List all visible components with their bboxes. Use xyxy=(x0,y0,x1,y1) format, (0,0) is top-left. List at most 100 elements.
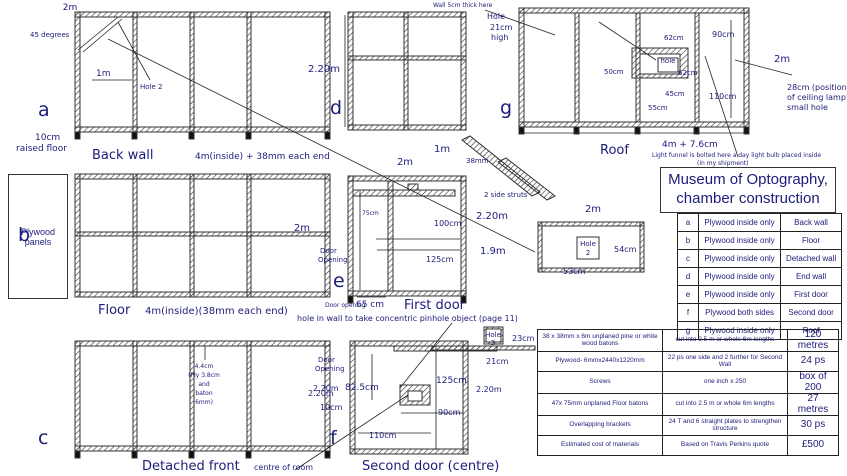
panel-c-foot-2 xyxy=(188,450,195,459)
materials-cell-qty: 24 ps xyxy=(787,351,839,372)
panel-e-dim75-label: 75cm xyxy=(362,210,379,217)
panel-g-hole-in-label: hole xyxy=(661,57,676,65)
panel-f-pinhole-label: hole in wall to take concentric pinhole … xyxy=(297,314,518,323)
panel-e-height-label: 2.20m xyxy=(476,211,508,222)
panel-g-width-label: 4m + 7.6cm xyxy=(662,140,718,150)
panel-c-dim1: 4.4cm xyxy=(195,363,214,370)
strut-2 xyxy=(497,157,556,201)
panel-a-angle-label: 45 degrees xyxy=(30,31,70,39)
panel-b-crossbar xyxy=(74,231,331,237)
panel-b-side-label: 2m xyxy=(294,223,310,234)
panel-c-stud-2 xyxy=(246,340,252,452)
panel-f-pinhole-pointer xyxy=(399,322,453,389)
panel-e-top-label: 2m xyxy=(397,157,413,168)
panel-e-frame-right xyxy=(460,175,467,297)
materials-cell-detail: 24 T and 6 straight plates to strengthen… xyxy=(662,415,788,436)
materials-cell-item: Overlapping brackets xyxy=(537,415,663,436)
panel-f-centre-pointer xyxy=(294,394,409,471)
diagram-title: Museum of Optography, chamber constructi… xyxy=(660,167,836,213)
panel-f-dim125-label: 125cm xyxy=(436,376,467,386)
panel-a-frame-top xyxy=(74,11,331,18)
panel-c-foot-0 xyxy=(74,450,81,459)
panel-a-top-dim: 2m xyxy=(63,3,78,13)
materials-cell-item: Estimated cost of materials xyxy=(537,435,663,456)
panel-b-letter: b xyxy=(18,224,30,246)
panel-a-stud-1 xyxy=(189,11,195,133)
materials-row: 38 x 38mm x 6m unplaned pine or white wo… xyxy=(537,329,839,352)
panel-g-lamp-pointer xyxy=(734,59,793,76)
legend-cell-letter: f xyxy=(677,303,699,322)
panel-e-dim19-label: 1.9m xyxy=(480,246,506,257)
materials-cell-qty: 30 ps xyxy=(787,415,839,436)
legend-cell-material: Plywood inside only xyxy=(697,249,782,268)
panel-g-dim55-label: 55cm xyxy=(648,104,668,112)
hole2-dim53-label: 53cm xyxy=(563,267,586,276)
panel-f-height-left-label: 2.20m xyxy=(313,384,339,393)
panel-g-funnel-pointer xyxy=(704,55,739,158)
panel-g-funnel-label-2: (in my shipment) xyxy=(697,160,748,167)
panel-f-stud-2 xyxy=(431,345,536,351)
panel-c-foot-1 xyxy=(131,450,138,459)
panel-a-letter: a xyxy=(38,99,50,121)
panel-e-dim65-label: 65 cm xyxy=(356,300,384,310)
panel-f-hole3-label-2: 3 xyxy=(491,339,495,347)
legend-cell-letter: e xyxy=(677,285,699,304)
panel-f-frame-right xyxy=(462,340,469,455)
panel-c-frame-bottom xyxy=(74,445,331,452)
legend-cell-material: Plywood inside only xyxy=(697,231,782,250)
panel-e-door-jamb xyxy=(352,189,456,197)
legend-cell-material: Plywood inside only xyxy=(697,213,782,232)
panel-g-stud-2 xyxy=(694,12,700,123)
panel-c-frame-left xyxy=(74,340,81,452)
panel-f-centre-label: centre of room xyxy=(254,463,313,472)
legend-cell-letter: c xyxy=(677,249,699,268)
legend-cell-part: Detached wall xyxy=(780,249,842,268)
panel-f-dim90-label: 90cm xyxy=(438,408,461,417)
panel-e-door-label-2: Opening xyxy=(318,256,348,264)
panel-c-foot-3 xyxy=(245,450,252,459)
panel-e-door-label-1: Door xyxy=(320,247,337,255)
panel-g-dim62b-label: 62cm xyxy=(678,69,698,77)
panel-g-side-label: 2m xyxy=(774,54,790,65)
panel-f-hole xyxy=(407,390,423,402)
panel-e-dim38-label: 38mm xyxy=(466,157,489,165)
panel-e-strut-top xyxy=(407,183,419,191)
panel-c-stud-0 xyxy=(132,340,138,452)
panel-e-frame-left xyxy=(347,175,354,297)
panel-e-foot-1 xyxy=(460,295,467,304)
panel-a-width-label: 4m(inside) + 38mm each end xyxy=(195,152,330,162)
panel-g-dim62a-label: 62cm xyxy=(664,34,684,42)
legend-cell-part: Back wall xyxy=(780,213,842,232)
materials-cell-qty: box of 200 xyxy=(787,371,839,394)
panel-c-stud-1 xyxy=(189,340,195,452)
panel-d-frame-left xyxy=(347,11,354,131)
panel-e-frame-bottom xyxy=(347,290,467,297)
panel-g-caption: Roof xyxy=(600,143,629,158)
materials-cell-detail: 22 ps one side and 2 further for Second … xyxy=(662,351,788,372)
panel-f-height-right-label: 2.20m xyxy=(476,385,502,394)
materials-cell-detail: Based on Travis Perkins quote xyxy=(662,435,788,456)
panel-b-frame-bottom xyxy=(74,291,331,298)
panel-f-caption: Second door (centre) xyxy=(362,459,499,474)
hole2-frame-top xyxy=(537,221,645,227)
panel-g-frame-top xyxy=(518,7,750,14)
panel-d-frame-right xyxy=(460,11,467,131)
legend-cell-part: Second door xyxy=(780,303,842,322)
panel-e-foot-0 xyxy=(347,295,354,304)
panel-g-foot-0 xyxy=(518,126,525,135)
panel-f-letter: f xyxy=(330,427,338,449)
panel-f-frame-left xyxy=(349,340,356,455)
legend-cell-letter: a xyxy=(677,213,699,232)
panel-e-dim100-label: 100cm xyxy=(434,219,462,228)
panel-c-height-label: 2.20m xyxy=(308,389,334,398)
materials-cell-detail: cut into 2.5 m or whole 6m lengths xyxy=(662,393,788,416)
panel-e-dim125-label: 125cm xyxy=(426,255,454,264)
materials-table: 38 x 38mm x 6m unplaned pine or white wo… xyxy=(537,329,839,456)
panel-a-raised-label: 10cm xyxy=(35,133,60,143)
materials-cell-detail: one inch x 250 xyxy=(662,371,788,394)
panel-g-foot-3 xyxy=(693,126,700,135)
